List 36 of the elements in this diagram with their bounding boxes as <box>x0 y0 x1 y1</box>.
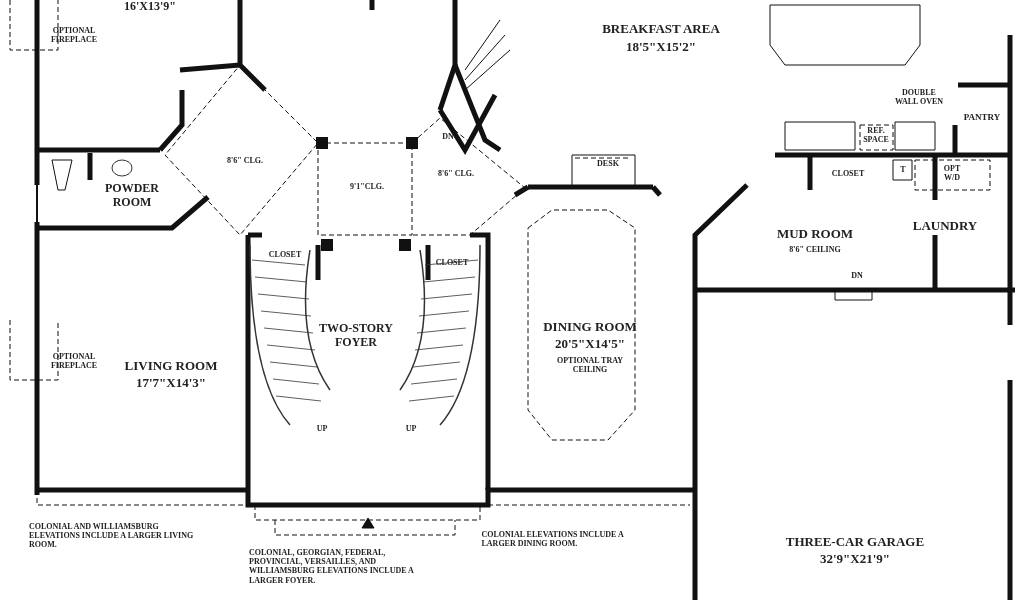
plan-note: 8'6" CLG. <box>437 169 475 179</box>
room-label: 32'9"X21'9" <box>818 552 891 567</box>
plan-note: OPTIONAL TRAY CEILING <box>556 356 624 375</box>
room-label: 17'7"X14'3" <box>134 376 207 391</box>
room-label: POWDER ROOM <box>104 182 160 210</box>
room-label: MUD ROOM <box>775 227 855 242</box>
plan-note: PANTRY <box>962 112 1002 123</box>
plan-note: DESK <box>596 159 620 169</box>
room-label: THREE-CAR GARAGE <box>784 535 926 550</box>
plan-note: 8'6" CLG. <box>226 156 264 166</box>
room-label: DINING ROOM <box>542 320 638 335</box>
room-label: 16'X13'9" <box>123 0 177 14</box>
room-label: TWO-STORY FOYER <box>317 322 394 350</box>
plan-note: OPT W/D <box>942 164 962 183</box>
plan-note: OPTIONAL FIREPLACE <box>49 26 99 45</box>
plan-note: DN <box>850 271 864 281</box>
plan-note: COLONIAL AND WILLIAMSBURG ELEVATIONS INCLUDE A LARGER LIVING ROOM. <box>29 522 195 550</box>
room-label: 18'5"X15'2" <box>624 40 697 55</box>
room-label: LIVING ROOM <box>123 359 219 374</box>
plan-note: DN <box>441 132 455 142</box>
plan-note: OPTIONAL FIREPLACE <box>49 352 99 371</box>
plan-note: CLOSET <box>267 250 303 260</box>
plan-note: CLOSET <box>830 169 866 179</box>
plan-note: REF. SPACE <box>862 126 890 145</box>
plan-note: COLONIAL ELEVATIONS INCLUDE A LARGER DINING ROOM. <box>481 530 625 549</box>
plan-note: CLOSET <box>434 258 470 268</box>
plan-note: UP <box>404 424 418 434</box>
plan-note: 9'1"CLG. <box>349 182 385 192</box>
plan-note: T <box>899 165 907 175</box>
plan-note: DOUBLE WALL OVEN <box>893 88 945 107</box>
plan-note: 8'6" CEILING <box>788 245 842 255</box>
room-label: LAUNDRY <box>911 219 979 234</box>
room-label: BREAKFAST AREA <box>601 22 721 37</box>
plan-note: UP <box>315 424 329 434</box>
room-label: 20'5"X14'5" <box>553 337 626 352</box>
plan-note: COLONIAL, GEORGIAN, FEDERAL, PROVINCIAL, VERSAILLES, AND WILLIAMSBURG ELEVATIONS INCLUDE A LARGER FOYER. <box>249 548 415 585</box>
